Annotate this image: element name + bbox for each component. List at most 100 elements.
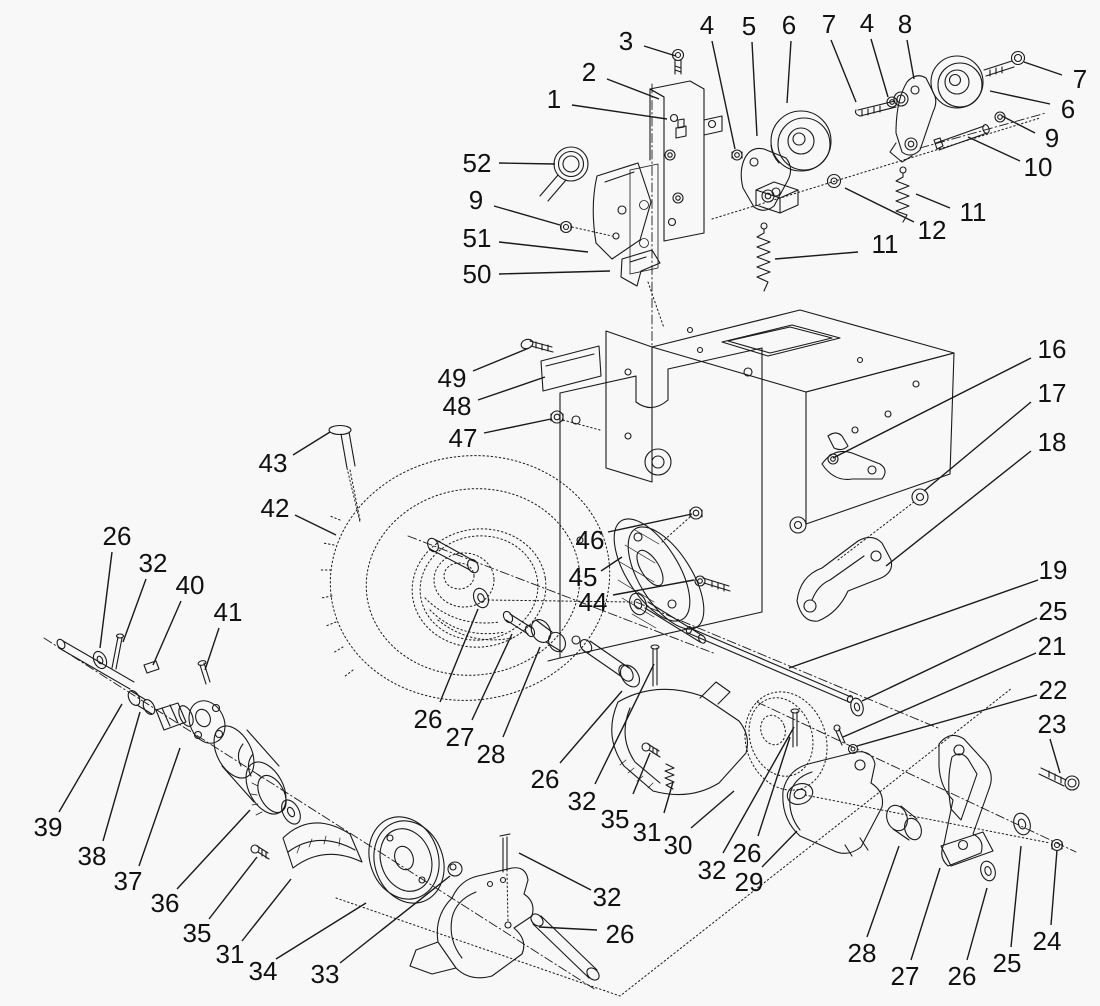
callout-label-22: 22 [1039,675,1068,705]
callout-leader-26 [99,551,113,649]
callout-leader-28 [502,646,541,738]
callout-leader-45 [600,556,623,572]
callout-label-45: 45 [569,562,598,592]
callout-label-16: 16 [1038,334,1067,364]
callout-label-27: 27 [891,961,920,991]
part-washer-26c [980,860,996,882]
callout-label-46: 46 [576,525,605,555]
part-gearcase-36 [213,725,301,825]
part-bolt-44 [694,575,731,592]
part-pin-32n [790,708,800,748]
callout-leader-4 [711,40,736,150]
callout-leader-32 [122,578,147,643]
callout-leader-49 [472,347,530,372]
part-pin-21 [833,724,846,746]
part-bushing-28m [530,619,567,653]
part-nut-47 [550,410,564,424]
callout-label-32: 32 [698,855,727,885]
callout-leader-43 [292,431,331,456]
callout-label-21: 21 [1038,631,1067,661]
callout-label-35: 35 [183,918,212,948]
callout-leader-26 [439,608,479,703]
callout-leader-25 [861,617,1038,702]
callout-leader-18 [885,450,1032,567]
callout-leader-1 [571,104,668,120]
callout-leader-7 [1023,61,1063,76]
part-spring-11a [756,222,771,292]
part-arm-left [409,867,534,979]
callout-leader-32 [518,852,592,891]
part-axle-stub [427,537,479,574]
callout-leader-30 [690,790,735,829]
callout-leader-44 [612,579,695,596]
part-knob-33 [447,861,463,877]
part-washer-26L [92,650,108,670]
callout-label-48: 48 [443,391,472,421]
callout-label-11: 11 [872,229,899,259]
callout-label-8: 8 [898,9,912,39]
callout-leader-26 [966,887,988,961]
callout-label-26: 26 [414,704,443,734]
part-bushing-28b [886,804,922,841]
callout-label-24: 24 [1033,926,1062,956]
callout-label-25: 25 [1039,596,1068,626]
callout-leader-10 [967,136,1021,162]
callout-leader-5 [751,41,758,137]
part-spacer-27m [502,610,536,638]
callout-leader-27 [471,633,513,721]
callout-leader-4 [870,38,889,98]
part-rod-10 [933,124,990,151]
part-bolt-35L [250,844,270,860]
part-disc-34 [368,816,445,904]
callout-leader-51 [498,241,589,253]
callout-label-9: 9 [469,185,483,215]
part-bolt-23 [1038,767,1080,791]
part-wheel-42 [319,455,611,701]
callout-leader-41 [204,627,220,671]
callout-leader-32 [594,663,655,785]
part-washer-25a [850,697,864,717]
part-shift-arm-16 [821,450,886,480]
callout-leader-12 [844,187,915,223]
callout-leader-11 [915,193,951,209]
part-band-31L [282,822,363,869]
callout-leader-9 [493,205,561,226]
callout-leader-8 [906,39,915,80]
callout-label-43: 43 [259,448,288,478]
callout-label-6: 6 [1061,94,1075,124]
part-shaft-26d [530,913,600,981]
exploded-drawing [43,48,1080,997]
part-spacer-38 [127,690,156,715]
callout-label-7: 7 [822,9,836,39]
part-frame [547,309,955,662]
callout-label-3: 3 [619,26,633,56]
callout-leader-3 [643,45,677,57]
part-pin-41 [197,660,211,685]
callout-label-41: 41 [214,597,243,627]
part-bracket-27b [938,734,994,867]
callout-label-26: 26 [733,838,762,868]
callout-label-11: 11 [960,197,987,227]
callout-leader-2 [606,78,660,100]
callout-leader-22 [856,694,1038,747]
callout-leader-26 [538,926,598,931]
callout-leader-9 [1001,115,1036,134]
part-mounting-bracket [649,80,723,242]
callout-leader-38 [102,711,141,842]
callout-label-34: 34 [249,956,278,986]
callout-label-47: 47 [449,423,478,453]
part-spring-11b [895,166,910,223]
callout-label-50: 50 [463,259,492,289]
part-clip-32L [111,633,125,670]
callout-label-31: 31 [216,939,245,969]
callout-leader-39 [58,703,123,813]
part-washer-17 [911,488,929,506]
callout-label-6: 6 [782,10,796,40]
part-friction-disc-26m [744,691,828,791]
callout-label-32: 32 [593,882,622,912]
part-bolt-7b [983,50,1026,77]
callout-label-4: 4 [860,8,874,38]
callout-leader-34 [275,902,367,960]
callout-leader-28 [866,845,900,938]
